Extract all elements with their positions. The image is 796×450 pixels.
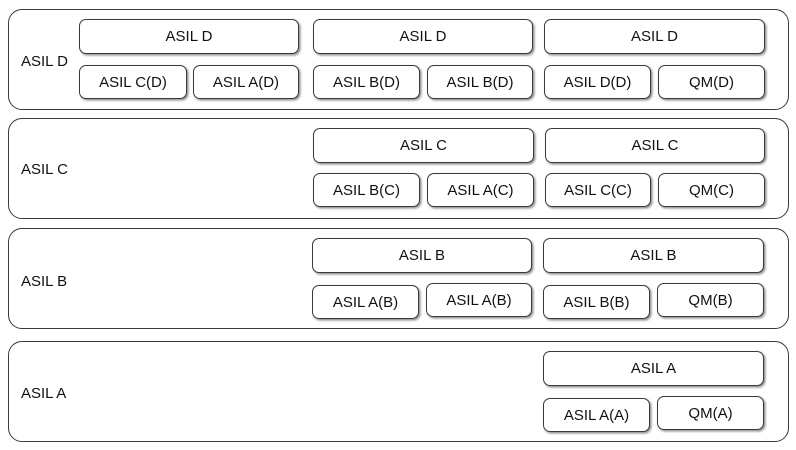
parent-box: ASIL A: [543, 351, 764, 386]
panel-label: ASIL A: [21, 385, 67, 402]
panel-label: ASIL B: [21, 273, 68, 290]
panel-asil-d: ASIL D ASIL D ASIL C(D) ASIL A(D) ASIL D…: [8, 9, 789, 110]
child-box: QM(D): [658, 65, 765, 99]
child-box: ASIL A(B): [426, 283, 532, 317]
panel-label: ASIL C: [21, 161, 68, 178]
child-box: ASIL B(B): [543, 285, 650, 319]
child-box: QM(B): [657, 283, 764, 317]
parent-box: ASIL C: [313, 128, 534, 163]
child-box: ASIL B(C): [313, 173, 420, 207]
panel-asil-b: ASIL B ASIL B ASIL A(B) ASIL A(B) ASIL B…: [8, 228, 789, 329]
child-box: QM(C): [658, 173, 765, 207]
panel-asil-c: ASIL C ASIL C ASIL B(C) ASIL A(C) ASIL C…: [8, 118, 789, 219]
panel-label: ASIL D: [21, 53, 68, 70]
child-box: ASIL A(C): [427, 173, 534, 207]
child-box: ASIL C(C): [545, 173, 651, 207]
parent-box: ASIL B: [543, 238, 764, 273]
parent-box: ASIL C: [545, 128, 765, 163]
child-box: ASIL A(A): [543, 398, 650, 432]
child-box: ASIL A(B): [312, 285, 419, 319]
parent-box: ASIL D: [313, 19, 533, 54]
child-box: ASIL A(D): [193, 65, 299, 99]
parent-box: ASIL D: [79, 19, 299, 54]
parent-box: ASIL D: [544, 19, 765, 54]
child-box: ASIL C(D): [79, 65, 187, 99]
child-box: QM(A): [657, 396, 764, 430]
child-box: ASIL D(D): [544, 65, 651, 99]
panel-asil-a: ASIL A ASIL A ASIL A(A) QM(A): [8, 341, 789, 442]
child-box: ASIL B(D): [313, 65, 420, 99]
parent-box: ASIL B: [312, 238, 532, 273]
child-box: ASIL B(D): [427, 65, 533, 99]
